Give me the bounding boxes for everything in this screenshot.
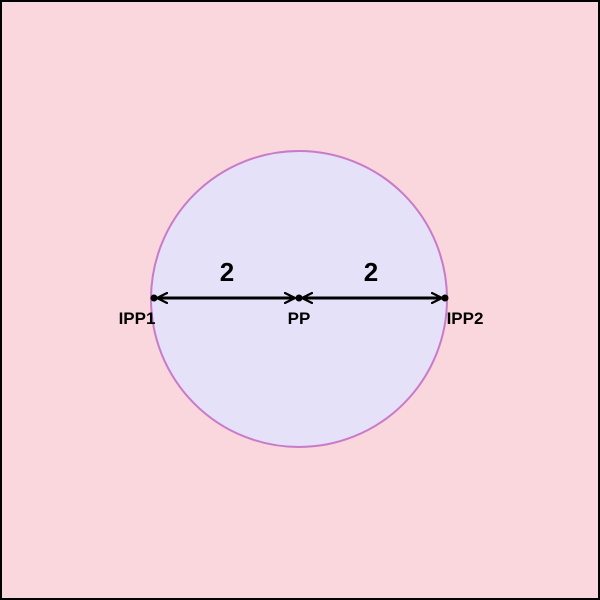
point-ipp1 xyxy=(150,294,158,302)
point-pp xyxy=(295,294,303,302)
point-ipp2 xyxy=(441,294,449,302)
distance-label-right: 2 xyxy=(364,257,378,287)
label-pp: PP xyxy=(288,309,311,328)
label-ipp2: IPP2 xyxy=(447,309,484,328)
label-ipp1: IPP1 xyxy=(119,309,156,328)
distance-label-left: 2 xyxy=(220,257,234,287)
